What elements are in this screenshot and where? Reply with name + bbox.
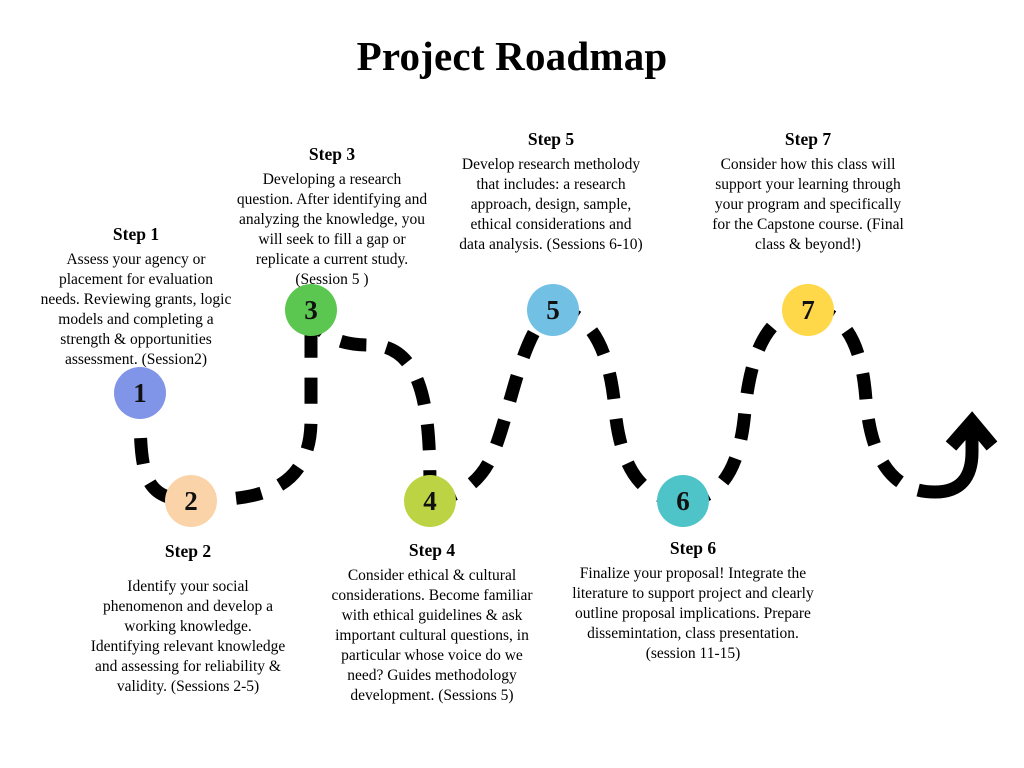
step-3-body: Developing a research question. After id… bbox=[236, 170, 428, 288]
step-block-7: Step 7 Consider how this class will supp… bbox=[712, 129, 904, 255]
step-node-5-number: 5 bbox=[546, 294, 560, 325]
step-node-2[interactable]: 2 bbox=[165, 475, 217, 527]
step-5-heading: Step 5 bbox=[527, 129, 575, 149]
step-2-heading: Step 2 bbox=[164, 541, 212, 561]
step-4-heading: Step 4 bbox=[408, 540, 456, 560]
step-node-1[interactable]: 1 bbox=[114, 367, 166, 419]
step-node-7-number: 7 bbox=[801, 294, 815, 325]
page-title: Project Roadmap bbox=[356, 33, 668, 79]
step-block-2: Step 2 Identify your social phenomenon a… bbox=[90, 541, 286, 697]
step-node-6[interactable]: 6 bbox=[657, 475, 709, 527]
step-node-5[interactable]: 5 bbox=[527, 284, 579, 336]
step-block-3: Step 3 Developing a research question. A… bbox=[234, 144, 430, 290]
step-7-heading: Step 7 bbox=[784, 129, 832, 149]
step-1-heading: Step 1 bbox=[112, 224, 160, 244]
end-arrow-icon bbox=[934, 411, 998, 499]
step-block-1: Step 1 Assess your agency or placement f… bbox=[40, 224, 232, 370]
step-block-4: Step 4 Consider ethical & cultural consi… bbox=[326, 540, 538, 706]
step-6-heading: Step 6 bbox=[669, 538, 717, 558]
step-7-body: Consider how this class will support you… bbox=[712, 155, 904, 253]
step-5-body: Develop research metholody that includes… bbox=[459, 155, 643, 253]
step-6-body: Finalize your proposal! Integrate the li… bbox=[572, 564, 814, 662]
step-node-2-number: 2 bbox=[184, 485, 198, 516]
step-node-3-number: 3 bbox=[304, 294, 318, 325]
step-node-6-number: 6 bbox=[676, 485, 690, 516]
dashed-path-segments bbox=[133, 303, 936, 507]
step-block-6: Step 6 Finalize your proposal! Integrate… bbox=[570, 538, 816, 664]
step-block-5: Step 5 Develop research metholody that i… bbox=[456, 129, 646, 255]
step-node-7[interactable]: 7 bbox=[782, 284, 834, 336]
step-1-body: Assess your agency or placement for eval… bbox=[40, 250, 232, 368]
step-4-body: Consider ethical & cultural consideratio… bbox=[331, 566, 533, 704]
step-3-heading: Step 3 bbox=[308, 144, 356, 164]
step-2-body: Identify your social phenomenon and deve… bbox=[90, 577, 286, 695]
step-node-1-number: 1 bbox=[133, 377, 147, 408]
step-node-4[interactable]: 4 bbox=[404, 475, 456, 527]
step-node-3[interactable]: 3 bbox=[285, 284, 337, 336]
step-node-4-number: 4 bbox=[423, 485, 437, 516]
